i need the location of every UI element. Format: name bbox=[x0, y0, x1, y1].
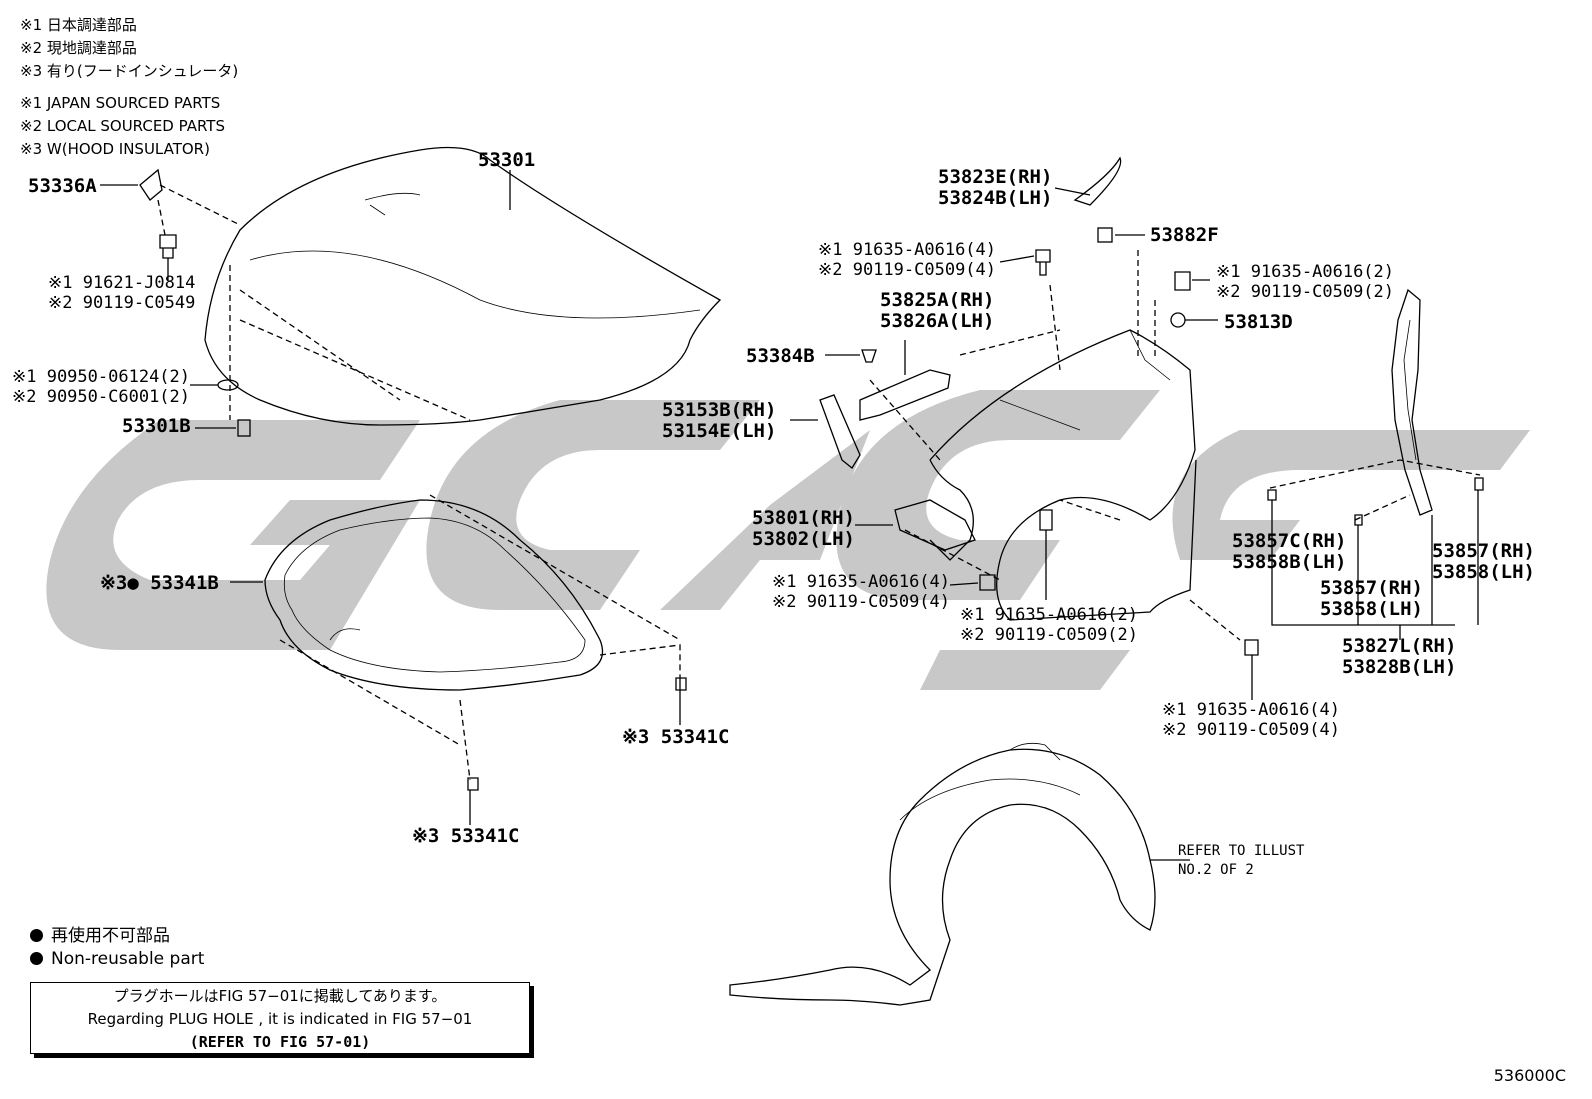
label-53153b-line2: 53154E(LH) bbox=[662, 420, 777, 442]
label-53301b[interactable]: 53301B bbox=[122, 415, 191, 437]
legend: 再使用不可部品 Non-reusable part bbox=[30, 925, 204, 971]
watermark-logo bbox=[46, 390, 1530, 690]
label-bolt-mid-b-line1: ※1 91635-A0616(2) bbox=[960, 605, 1139, 625]
front-fender bbox=[929, 329, 1197, 621]
label-53801[interactable]: 53801(RH) 53802(LH) bbox=[752, 508, 855, 550]
legend-item-jp: 再使用不可部品 bbox=[30, 925, 204, 948]
refbox-line-jp: プラグホールはFIG 57−01に掲載してあります。 bbox=[113, 987, 447, 1005]
note-en-3: ※3 W(HOOD INSULATOR) bbox=[20, 140, 210, 158]
label-53384b[interactable]: 53384B bbox=[746, 345, 815, 367]
label-53827l-line1: 53827L(RH) bbox=[1342, 635, 1457, 657]
note-jp-1: ※1 日本調達部品 bbox=[20, 16, 137, 34]
label-bolt-low-line1: ※1 91635-A0616(4) bbox=[1162, 700, 1341, 720]
label-grommet-90950[interactable]: ※1 90950-06124(2) ※2 90950-C6001(2) bbox=[12, 367, 190, 407]
sourcing-notes-en: ※1 JAPAN SOURCED PARTS ※2 LOCAL SOURCED … bbox=[20, 92, 225, 161]
label-53813d[interactable]: 53813D bbox=[1224, 311, 1293, 333]
note-jp-3: ※3 有り(フードインシュレータ) bbox=[20, 62, 239, 80]
figure-code: 536000C bbox=[1493, 1066, 1566, 1085]
note-en-2: ※2 LOCAL SOURCED PARTS bbox=[20, 117, 225, 135]
sourcing-notes-jp: ※1 日本調達部品 ※2 現地調達部品 ※3 有り(フードインシュレータ) bbox=[20, 14, 238, 83]
label-bolt-mid-a-line2: ※2 90119-C0509(4) bbox=[772, 592, 951, 612]
label-53823e-line1: 53823E(RH) bbox=[938, 166, 1053, 188]
label-bolt-mid-a[interactable]: ※1 91635-A0616(4) ※2 90119-C0509(4) bbox=[772, 572, 950, 612]
label-bolt-top-b-line2: ※2 90119-C0509(2) bbox=[1216, 282, 1395, 302]
label-53857-mid[interactable]: 53857(RH) 53858(LH) bbox=[1320, 578, 1423, 620]
legend-jp-text: 再使用不可部品 bbox=[51, 926, 170, 946]
label-53857c-line1: 53857C(RH) bbox=[1232, 530, 1347, 552]
label-53825a[interactable]: 53825A(RH) 53826A(LH) bbox=[880, 290, 994, 332]
label-53827l[interactable]: 53827L(RH) 53828B(LH) bbox=[1342, 636, 1456, 678]
label-53825a-line1: 53825A(RH) bbox=[880, 289, 995, 311]
label-53857-mid-line1: 53857(RH) bbox=[1320, 577, 1423, 599]
refer-illust-line2: NO.2 OF 2 bbox=[1178, 862, 1254, 878]
label-53153b-line1: 53153B(RH) bbox=[662, 399, 777, 421]
fender-side-seal bbox=[1391, 288, 1433, 516]
fender-liner bbox=[729, 748, 1156, 1006]
label-53801-line1: 53801(RH) bbox=[752, 507, 855, 529]
label-53827l-line2: 53828B(LH) bbox=[1342, 656, 1457, 678]
label-bolt-top-b[interactable]: ※1 91635-A0616(2) ※2 90119-C0509(2) bbox=[1216, 262, 1394, 302]
label-bolt-top-b-line1: ※1 91635-A0616(2) bbox=[1216, 262, 1395, 282]
label-53153b[interactable]: 53153B(RH) 53154E(LH) bbox=[662, 400, 776, 442]
label-bolt-top-a-line2: ※2 90119-C0509(4) bbox=[818, 260, 997, 280]
label-53801-line2: 53802(LH) bbox=[752, 528, 855, 550]
label-bolt-mid-b-line2: ※2 90119-C0509(2) bbox=[960, 625, 1139, 645]
hood-insulator bbox=[264, 499, 604, 691]
label-53857c-line2: 53858B(LH) bbox=[1232, 551, 1347, 573]
legend-item-en: Non-reusable part bbox=[30, 948, 204, 971]
label-53857-mid-line2: 53858(LH) bbox=[1320, 598, 1423, 620]
label-53823e-line2: 53824B(LH) bbox=[938, 187, 1053, 209]
plug-hole-reference-box: プラグホールはFIG 57−01に掲載してあります。 Regarding PLU… bbox=[30, 982, 530, 1054]
label-bolt-top-a[interactable]: ※1 91635-A0616(4) ※2 90119-C0509(4) bbox=[818, 240, 996, 280]
note-jp-2: ※2 現地調達部品 bbox=[20, 39, 137, 57]
bullet-icon bbox=[30, 929, 43, 942]
label-53857-right-line2: 53858(LH) bbox=[1432, 561, 1535, 583]
label-bolt-mid-a-line1: ※1 91635-A0616(4) bbox=[772, 572, 951, 592]
label-53857-right-line1: 53857(RH) bbox=[1432, 540, 1535, 562]
label-53301[interactable]: 53301 bbox=[478, 149, 536, 171]
label-bolt-91621-line1: ※1 91621-J0814 bbox=[48, 273, 196, 293]
refer-illust-note[interactable]: REFER TO ILLUST NO.2 OF 2 bbox=[1178, 842, 1304, 880]
note-en-1: ※1 JAPAN SOURCED PARTS bbox=[20, 94, 221, 112]
legend-en-text: Non-reusable part bbox=[51, 949, 205, 969]
refbox-refer-link[interactable]: (REFER TO FIG 57-01) bbox=[189, 1033, 371, 1051]
label-bolt-mid-b[interactable]: ※1 91635-A0616(2) ※2 90119-C0509(2) bbox=[960, 605, 1138, 645]
label-53341b[interactable]: ※3● 53341B bbox=[100, 572, 219, 594]
label-53341c-right[interactable]: ※3 53341C bbox=[622, 726, 730, 748]
label-53823e[interactable]: 53823E(RH) 53824B(LH) bbox=[938, 167, 1052, 209]
label-bolt-top-a-line1: ※1 91635-A0616(4) bbox=[818, 240, 997, 260]
hood-panel bbox=[204, 146, 722, 426]
label-grommet-line1: ※1 90950-06124(2) bbox=[12, 367, 191, 387]
label-53825a-line2: 53826A(LH) bbox=[880, 310, 995, 332]
label-bolt-91621[interactable]: ※1 91621-J0814 ※2 90119-C0549 bbox=[48, 273, 195, 313]
bullet-icon bbox=[30, 952, 43, 965]
label-53857-right[interactable]: 53857(RH) 53858(LH) bbox=[1432, 541, 1535, 583]
label-53336a[interactable]: 53336A bbox=[28, 175, 97, 197]
label-53341c-bottom[interactable]: ※3 53341C bbox=[412, 825, 520, 847]
label-bolt-91621-line2: ※2 90119-C0549 bbox=[48, 293, 196, 313]
refer-illust-line1: REFER TO ILLUST bbox=[1178, 843, 1305, 859]
label-grommet-line2: ※2 90950-C6001(2) bbox=[12, 387, 191, 407]
refbox-line-en: Regarding PLUG HOLE , it is indicated in… bbox=[87, 1010, 473, 1028]
label-bolt-low[interactable]: ※1 91635-A0616(4) ※2 90119-C0509(4) bbox=[1162, 700, 1340, 740]
label-53857c[interactable]: 53857C(RH) 53858B(LH) bbox=[1232, 531, 1346, 573]
label-53882f[interactable]: 53882F bbox=[1150, 224, 1219, 246]
label-bolt-low-line2: ※2 90119-C0509(4) bbox=[1162, 720, 1341, 740]
